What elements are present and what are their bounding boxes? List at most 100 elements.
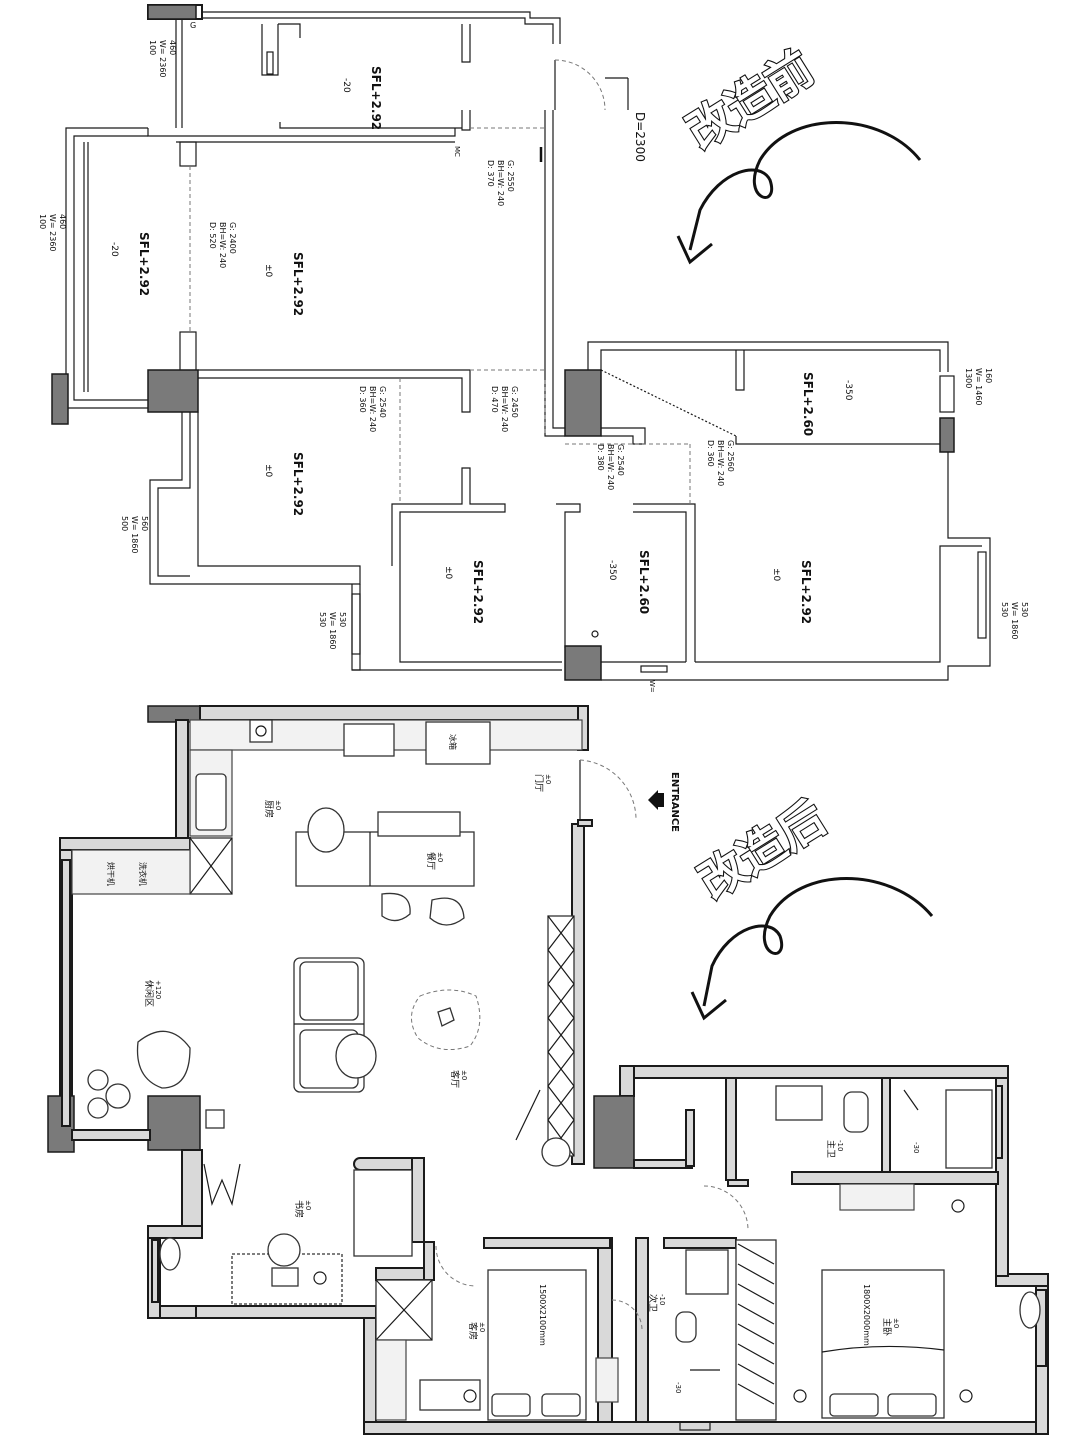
level-note: -350 xyxy=(843,380,853,401)
window-dim: W= 1860 xyxy=(1010,602,1019,640)
wall-segment xyxy=(261,24,279,76)
beam-d: D: 520 xyxy=(208,222,217,249)
entrance-arrow-icon xyxy=(648,790,658,810)
room-name-study: 书房 xyxy=(293,1200,305,1218)
lamp xyxy=(313,1271,327,1285)
wall-segment xyxy=(556,503,581,648)
wall-panel xyxy=(577,819,593,827)
beam-d: D: 380 xyxy=(596,444,605,471)
level-note: ±0 xyxy=(263,264,273,278)
room-name-dining: 餐厅 xyxy=(425,852,437,870)
entrance-label: ENTRANCE xyxy=(669,772,680,832)
bench xyxy=(377,811,461,837)
beam-bh: BH=W: 240 xyxy=(218,222,227,268)
study-area xyxy=(159,1163,433,1341)
bookshelf xyxy=(353,1169,413,1257)
vanity xyxy=(685,1249,729,1295)
dryer-label: 烘干机 xyxy=(106,862,116,886)
vanity xyxy=(775,1085,823,1121)
wall-panel xyxy=(881,1077,891,1173)
room-level: ±0 xyxy=(304,1200,312,1210)
beam-d: D: 360 xyxy=(706,440,715,467)
room-name-guest: 客房 xyxy=(467,1322,479,1340)
wall-segment xyxy=(633,511,687,662)
window-dim: 500 xyxy=(120,516,129,531)
wall-panel xyxy=(791,1171,999,1185)
cabinet-x-pattern xyxy=(547,915,575,1157)
leisure-area xyxy=(87,1030,225,1129)
door-swing xyxy=(703,1185,749,1231)
beam-g: G: 2400 xyxy=(228,222,237,254)
pillow xyxy=(887,1393,937,1417)
dining-area xyxy=(295,807,475,926)
plant xyxy=(87,1097,109,1119)
beam-g: G: 2540 xyxy=(378,386,387,418)
wall-segment xyxy=(601,452,991,681)
floor-drain xyxy=(591,630,599,638)
beam-bh: BH=W: 240 xyxy=(496,160,505,206)
kitchen-cabinets: 冰箱 烘干机 洗衣机 xyxy=(71,719,583,895)
beam-bh: BH=W: 240 xyxy=(368,386,377,432)
room-level: ±0 xyxy=(460,1070,468,1080)
entrance-marker: ENTRANCE xyxy=(648,772,680,832)
door-dimension: D=2300 xyxy=(633,112,647,162)
tv-cabinet xyxy=(547,915,575,1157)
fridge-label: 冰箱 xyxy=(448,734,458,750)
curved-arrow xyxy=(702,877,934,1007)
room-level: ±0 xyxy=(436,852,444,862)
caption-before: 改造前 xyxy=(677,40,823,159)
wardrobe xyxy=(735,1239,777,1421)
window-dim: W= 2360 xyxy=(158,40,167,78)
wall-panel xyxy=(181,1149,203,1227)
shaft xyxy=(595,1357,619,1403)
second-bath xyxy=(595,1249,729,1403)
level-note: ±0 xyxy=(263,464,273,478)
beam-bh: BH=W: 240 xyxy=(716,440,725,486)
mark-g: G xyxy=(190,21,196,30)
wall-panel xyxy=(619,1065,1009,1079)
wall-segment xyxy=(633,503,696,662)
wall-panel xyxy=(195,1305,377,1319)
sofa-cushion xyxy=(299,961,359,1021)
wall-panel xyxy=(663,1237,737,1249)
beam-g: G: 2560 xyxy=(726,440,735,472)
wall-segment xyxy=(198,369,471,413)
bed-size-master: 1800X2000mm xyxy=(862,1284,871,1346)
wall-panel xyxy=(175,719,189,839)
bed-size-guest: 1500X2100mm xyxy=(538,1284,547,1346)
wall-segment xyxy=(600,349,941,372)
wall-panel xyxy=(725,1077,737,1181)
plant xyxy=(87,1069,109,1091)
level-note: ±0 xyxy=(443,566,453,580)
bathtub xyxy=(945,1089,993,1169)
room-level: ±0 xyxy=(478,1322,486,1332)
column xyxy=(939,417,955,453)
column xyxy=(147,4,197,20)
window xyxy=(640,665,668,673)
wall-segment xyxy=(279,122,462,129)
level-note: -20 xyxy=(341,78,351,93)
window xyxy=(939,375,955,413)
pillow xyxy=(541,1393,581,1417)
chair xyxy=(381,892,411,922)
bin xyxy=(205,1109,225,1129)
fridge xyxy=(425,721,491,765)
master-bed xyxy=(821,1269,945,1419)
sfl-note: SFL+2.92 xyxy=(291,452,305,516)
cabinet-x xyxy=(375,1279,433,1341)
room-name-foyer: 门厅 xyxy=(533,774,545,792)
window-dim: 460 xyxy=(168,40,177,55)
level-30: -30 xyxy=(674,1382,682,1393)
wall-segment xyxy=(587,341,949,372)
decor xyxy=(437,1007,455,1027)
wall-panel xyxy=(363,1421,1049,1435)
level-note: -20 xyxy=(109,242,119,257)
wall-segment xyxy=(147,128,456,137)
room-name-second-bath: 次卫 xyxy=(647,1294,659,1312)
wall-panel xyxy=(199,705,581,721)
master-bedroom xyxy=(703,1183,1041,1421)
sfl-note: SFL+2.92 xyxy=(291,252,305,316)
room-level: ±0 xyxy=(892,1318,900,1328)
window-dim: 100 xyxy=(38,214,47,229)
